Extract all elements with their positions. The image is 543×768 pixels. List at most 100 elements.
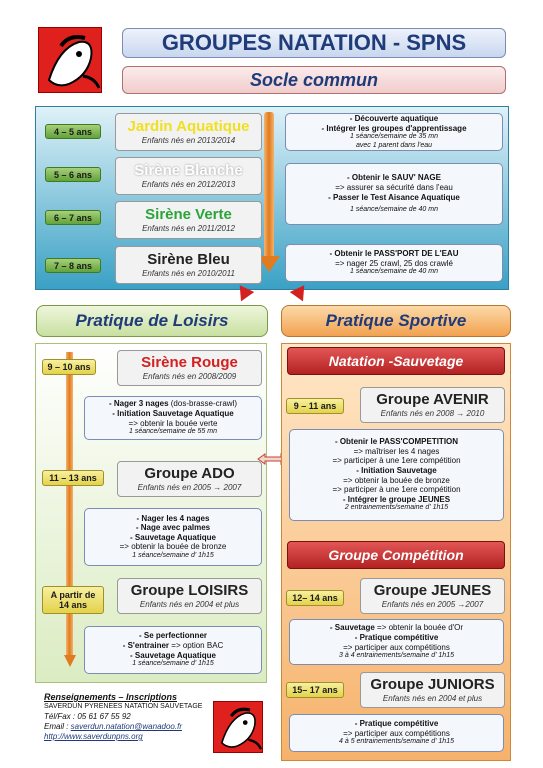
age-badge: 4 – 5 ans (45, 124, 101, 139)
group-name: Jardin Aquatique (127, 118, 250, 136)
group-name: Groupe AVENIR (376, 391, 489, 409)
age-badge: 7 – 8 ans (45, 258, 101, 273)
socle-info-3: - Obtenir le PASS'PORT DE L'EAU => nager… (285, 244, 503, 282)
progression-arrow-head (258, 256, 280, 272)
info-line: - Obtenir le PASS'COMPETITION (334, 437, 459, 447)
group-name: Groupe ADO (144, 465, 235, 483)
socle-info-1: - Découverte aquatique - Intégrer les gr… (285, 113, 503, 151)
group-born: Enfants nés en 2004 et plus (382, 693, 483, 703)
loisirs-progression-tip (64, 655, 76, 667)
loisirs-info-2: - Nager les 4 nages - Nage avec palmes -… (84, 508, 262, 566)
group-born: Enfants nés en 2012/2013 (141, 179, 236, 189)
group-avenir: Groupe AVENIR Enfants nés en 2008 → 2010 (360, 387, 505, 423)
contact-block: Renseignements – Inscriptions SAVERDUN P… (44, 692, 212, 742)
info-line: - Obtenir le SAUV' NAGE (347, 173, 441, 183)
info-line: 4 à 5 entrainements/semaine d' 1h15 (339, 738, 454, 746)
info-line: 1 séance/semaine de 55 mn (129, 428, 217, 436)
loisirs-header: Pratique de Loisirs (36, 305, 268, 337)
info-line: => participer aux compétitions (343, 642, 450, 652)
info-line: => obtenir la bouée de bronze (343, 475, 450, 485)
info-line: => assurer sa sécurité dans l'eau (335, 183, 453, 192)
age-badge: 15– 17 ans (286, 682, 344, 698)
contact-tel: Tél/Fax : 05 61 67 55 92 (44, 712, 131, 721)
info-line: - Découverte aquatique (349, 114, 439, 124)
age-badge: 11 – 13 ans (42, 470, 104, 486)
info-line: => obtenir la bouée verte (128, 418, 218, 428)
group-juniors: Groupe JUNIORS Enfants nés en 2004 et pl… (360, 672, 505, 708)
group-sirene-rouge: Sirène Rouge Enfants nés en 2008/2009 (117, 350, 262, 386)
group-sirene-blanche: Sirène Blanche Enfants nés en 2012/2013 (115, 157, 262, 195)
age-badge: 5 – 6 ans (45, 167, 101, 182)
section-groupe-competition: Groupe Compétition (287, 541, 505, 569)
info-line: => nager 25 crawl, 25 dos crawlé (335, 258, 453, 268)
group-born: Enfants nés en 2008/2009 (142, 371, 237, 381)
group-born: Enfants nés en 2013/2014 (141, 135, 236, 145)
progression-arrow (264, 112, 274, 260)
info-line: - Passer le Test Aisance Aquatique (328, 192, 460, 202)
info-line: - Initiation Sauvetage Aquatique (112, 409, 234, 418)
loisirs-progression-bar (66, 352, 73, 657)
group-jeunes: Groupe JEUNES Enfants nés en 2005 →2007 (360, 578, 505, 614)
age-badge: 6 – 7 ans (45, 210, 101, 225)
group-loisirs: Groupe LOISIRS Enfants nés en 2004 et pl… (117, 578, 262, 614)
age-line: A partir de (50, 590, 96, 600)
info-line: 3 à 4 entrainements/semaine d' 1h15 (339, 652, 454, 660)
info-line: => maîtriser les 4 nages (353, 446, 440, 456)
loisirs-info-3: - Se perfectionner - S'entrainer => opti… (84, 626, 262, 674)
info-line: - Pratique compétitive (354, 719, 439, 729)
socle-commun-title: Socle commun (122, 66, 506, 94)
group-ado: Groupe ADO Enfants nés en 2005 → 2007 (117, 461, 262, 497)
sportive-info-2: - Sauvetage => obtenir la bouée d'Or - P… (289, 619, 504, 665)
socle-info-2: - Obtenir le SAUV' NAGE => assurer sa sé… (285, 163, 503, 225)
info-line: - S'entrainer => option BAC (122, 641, 224, 650)
info-line: 1 séance/semaine d' 1h15 (132, 660, 214, 668)
group-sirene-verte: Sirène Verte Enfants nés en 2011/2012 (115, 201, 262, 239)
info-line: - Nage avec palmes (135, 523, 211, 533)
group-name: Sirène Verte (145, 206, 232, 224)
group-name: Groupe JEUNES (373, 582, 492, 600)
info-line: - Nager les 4 nages (136, 513, 210, 523)
info-line: - Sauvetage Aquatique (130, 532, 216, 542)
sportive-info-3: - Pratique compétitive => participer aux… (289, 714, 504, 752)
group-born: Enfants nés en 2005 → 2007 (137, 482, 242, 492)
age-badge: 12– 14 ans (286, 590, 344, 606)
info-line: 1 séance/semaine de 40 mn (350, 206, 438, 214)
info-line: - Initiation Sauvetage (356, 466, 437, 475)
club-logo (38, 27, 102, 93)
info-line: 1 séance/semaine de 40 mn (350, 268, 438, 276)
info-line: 1 séance/semaine de 35 mn (350, 133, 438, 141)
sportive-info-1: - Obtenir le PASS'COMPETITION => maîtris… (289, 429, 504, 521)
group-born: Enfants nés en 2005 →2007 (381, 599, 484, 609)
info-line: - Nager 3 nages (dos-brasse-crawl) (108, 399, 238, 409)
loisirs-info-1: - Nager 3 nages (dos-brasse-crawl) - Ini… (84, 396, 262, 440)
contact-email-row: Email : saverdun.natation@wanadoo.fr (44, 722, 212, 732)
info-line: - Intégrer les groupes d'apprentissage (321, 123, 467, 133)
email-link[interactable]: saverdun.natation@wanadoo.fr (70, 722, 182, 731)
group-born: Enfants nés en 2004 et plus (139, 599, 240, 609)
contact-title: Renseignements – Inscriptions (44, 692, 178, 702)
page-title: GROUPES NATATION - SPNS (122, 28, 506, 58)
group-born: Enfants nés en 2010/2011 (142, 268, 235, 278)
group-name: Sirène Bleu (147, 251, 230, 269)
group-jardin-aquatique: Jardin Aquatique Enfants nés en 2013/201… (115, 113, 262, 151)
info-line: 1 séance/semaine d' 1h15 (132, 551, 214, 559)
age-badge: 9 – 10 ans (42, 359, 96, 375)
group-name: Groupe LOISIRS (130, 582, 249, 600)
website-link[interactable]: http://www.saverdunpns.org (44, 732, 143, 741)
info-line: - Sauvetage Aquatique (130, 650, 216, 660)
group-born: Enfants nés en 2008 → 2010 (380, 408, 485, 418)
sportive-header: Pratique Sportive (281, 305, 511, 337)
group-name: Sirène Rouge (141, 354, 238, 372)
group-name: Sirène Blanche (134, 162, 243, 180)
info-line: => participer à une 1ere compétition (332, 456, 461, 466)
info-line: - Intégrer le groupe JEUNES (342, 494, 451, 504)
age-line: 14 ans (58, 600, 88, 610)
age-badge: 9 – 11 ans (286, 398, 344, 414)
club-logo-small (213, 701, 263, 753)
info-line: => participer à une 1ere compétition (332, 485, 461, 495)
info-line: => obtenir la bouée de bronze (119, 542, 227, 552)
info-line: - Obtenir le PASS'PORT DE L'EAU (329, 249, 459, 259)
info-line: 2 entrainements/semaine d' 1h15 (344, 504, 449, 512)
contact-org: SAVERDUN PYRENEES NATATION SAUVETAGE (44, 703, 203, 711)
email-label: Email : (44, 722, 71, 731)
